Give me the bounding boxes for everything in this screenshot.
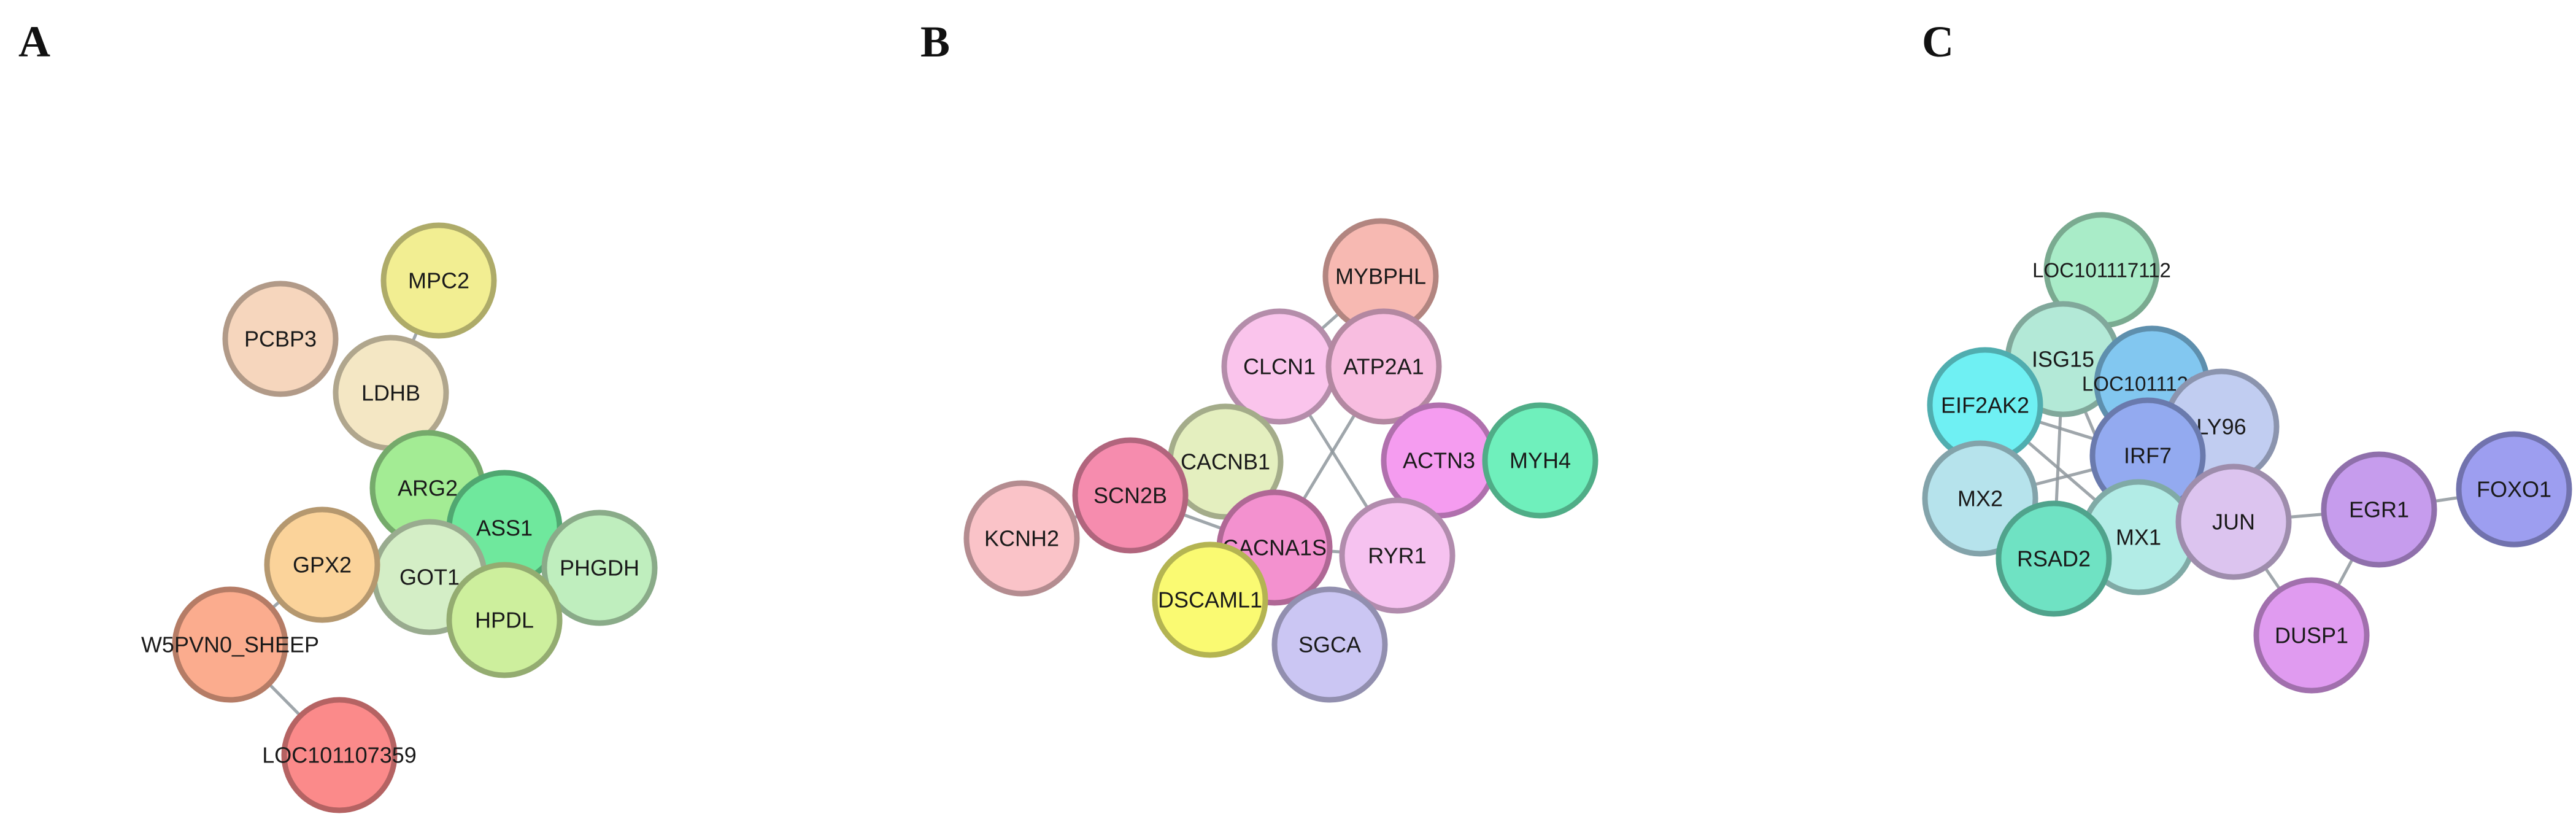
node-label: MX1: [2116, 525, 2161, 550]
node-clcn1[interactable]: CLCN1: [1221, 308, 1338, 425]
node-circle: [2253, 577, 2370, 694]
node-myh4[interactable]: MYH4: [1482, 402, 1598, 519]
node-label: LOC101117112: [2032, 259, 2171, 282]
node-circle: [1996, 500, 2112, 617]
node-circle: [1325, 308, 1442, 425]
panel-c: C LOC101117112ISG15LOC101112936EIF2AK2LY…: [1922, 17, 2572, 694]
node-scn2b[interactable]: SCN2B: [1072, 437, 1189, 554]
node-dusp1[interactable]: DUSP1: [2253, 577, 2370, 694]
node-label: RSAD2: [2017, 546, 2091, 572]
node-rsad2[interactable]: RSAD2: [1996, 500, 2112, 617]
node-kcnh2[interactable]: KCNH2: [963, 480, 1080, 597]
node-label: HPDL: [475, 608, 534, 633]
node-label: ASS1: [476, 516, 533, 541]
node-jun[interactable]: JUN: [2175, 463, 2292, 580]
node-label: PCBP3: [244, 327, 317, 352]
node-phgdh[interactable]: PHGDH: [541, 510, 658, 626]
node-label: MX2: [1957, 486, 2003, 511]
node-eif2ak2[interactable]: EIF2AK2: [1927, 347, 2043, 463]
panel-a-letter: A: [18, 17, 50, 66]
node-label: ACTN3: [1403, 448, 1475, 473]
node-pcbp3[interactable]: PCBP3: [222, 281, 339, 397]
node-label: SGCA: [1298, 632, 1361, 657]
node-foxo1[interactable]: FOXO1: [2456, 431, 2572, 548]
node-label: EIF2AK2: [1941, 393, 2029, 418]
node-loc101107359[interactable]: LOC101107359: [262, 697, 417, 813]
node-circle: [1072, 437, 1189, 554]
node-label: JUN: [2212, 510, 2255, 535]
node-egr1[interactable]: EGR1: [2321, 451, 2437, 568]
node-label: ATP2A1: [1343, 354, 1424, 379]
node-label: ISG15: [2032, 347, 2094, 372]
node-circle: [541, 510, 658, 626]
node-label: IRF7: [2124, 443, 2172, 468]
node-label: RYR1: [1368, 543, 1426, 568]
node-label: LDHB: [361, 381, 420, 406]
node-gpx2[interactable]: GPX2: [264, 506, 380, 623]
node-label: MPC2: [408, 268, 469, 293]
node-circle: [963, 480, 1080, 597]
node-ryr1[interactable]: RYR1: [1339, 497, 1456, 614]
node-label: CACNB1: [1181, 449, 1270, 475]
node-circle: [281, 697, 398, 813]
node-label: DUSP1: [2275, 623, 2348, 648]
node-sgca[interactable]: SGCA: [1271, 586, 1388, 703]
node-circle: [1152, 541, 1268, 658]
node-circle: [264, 506, 380, 623]
node-label: MYBPHL: [1335, 264, 1426, 289]
node-circle: [2175, 463, 2292, 580]
panel-c-nodes: LOC101117112ISG15LOC101112936EIF2AK2LY96…: [1922, 212, 2572, 694]
node-label: SCN2B: [1093, 483, 1167, 508]
node-circle: [2456, 431, 2572, 548]
node-label: EGR1: [2349, 497, 2409, 522]
node-ldhb[interactable]: LDHB: [333, 335, 449, 451]
node-loc101117112[interactable]: LOC101117112: [2032, 212, 2171, 328]
node-w5pvn0_sheep[interactable]: W5PVN0_SHEEP: [141, 586, 319, 703]
node-mpc2[interactable]: MPC2: [380, 222, 497, 339]
node-hpdl[interactable]: HPDL: [446, 562, 563, 678]
node-label: ARG2: [398, 476, 458, 501]
node-circle: [1482, 402, 1598, 519]
node-mybphl[interactable]: MYBPHL: [1322, 218, 1439, 335]
node-label: FOXO1: [2477, 477, 2551, 502]
node-dscaml1[interactable]: DSCAML1: [1152, 541, 1268, 658]
node-label: CLCN1: [1243, 354, 1316, 379]
node-label: MYH4: [1510, 448, 1571, 473]
node-circle: [1271, 586, 1388, 703]
node-label: DSCAML1: [1158, 587, 1262, 613]
node-circle: [1339, 497, 1456, 614]
node-circle: [172, 586, 288, 703]
node-circle: [446, 562, 563, 678]
node-atp2a1[interactable]: ATP2A1: [1325, 308, 1442, 425]
node-label: LOC101107359: [262, 743, 417, 768]
node-actn3[interactable]: ACTN3: [1381, 402, 1497, 519]
node-circle: [380, 222, 497, 339]
node-label: W5PVN0_SHEEP: [141, 632, 319, 657]
node-label: PHGDH: [560, 556, 639, 581]
node-circle: [2321, 451, 2437, 568]
node-label: KCNH2: [984, 526, 1059, 551]
node-label: GOT1: [399, 565, 460, 590]
panel-b-letter: B: [920, 17, 950, 66]
node-label: LY96: [2196, 414, 2246, 440]
node-label: GPX2: [293, 553, 352, 578]
panel-c-letter: C: [1922, 17, 1954, 66]
node-circle: [222, 281, 339, 397]
